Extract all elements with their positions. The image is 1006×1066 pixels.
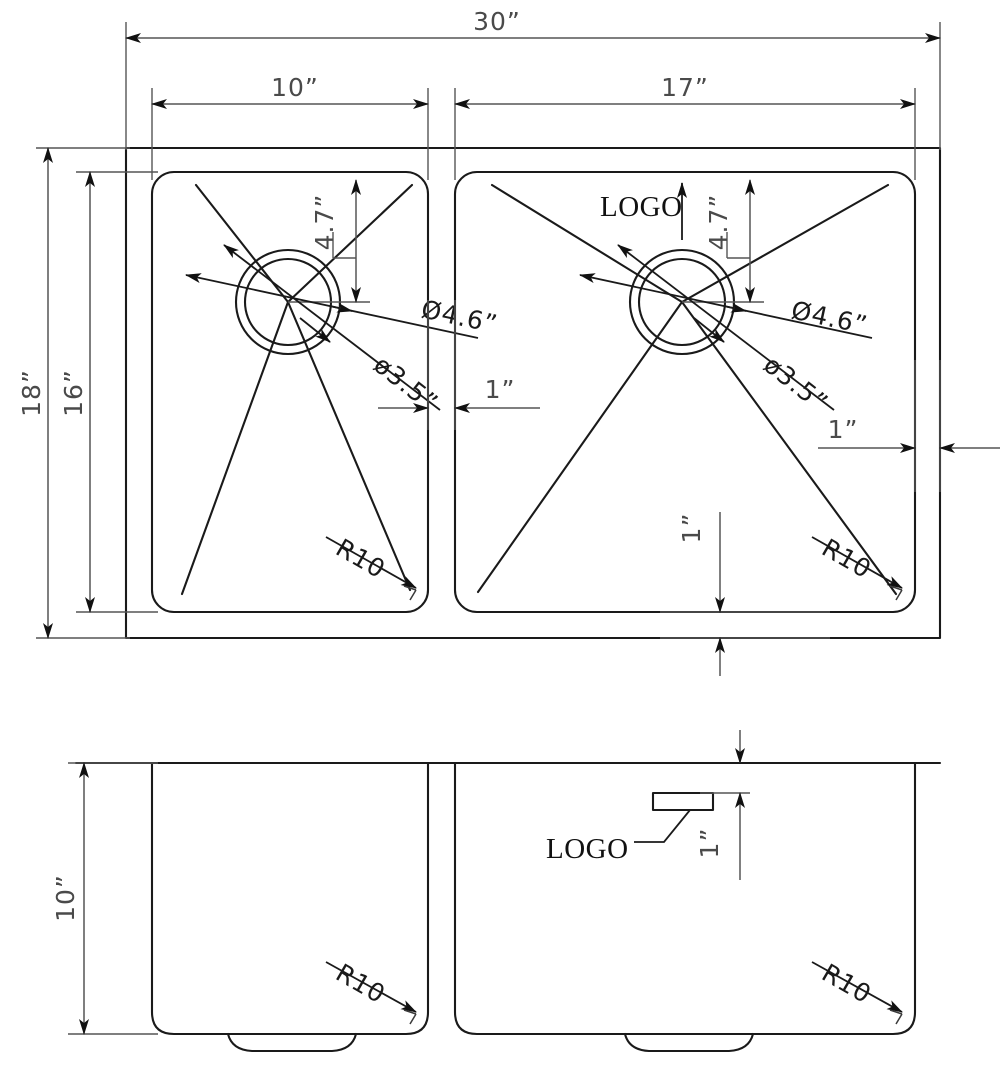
dim-47-left-label: 4.7” [310,194,339,251]
dim-left-drain-offset-47: 4.7” [310,179,361,303]
dim-elev-height-10: 10” [51,762,158,1035]
plan-left-r10-callout: R10 [325,533,417,601]
dim-10-elev-label: 10” [51,874,80,922]
elev-left-drain-bump [226,1032,358,1053]
elev-logo-callout: LOGO [546,791,715,865]
plan-right-r10-callout: R10 [811,533,903,601]
elevation-view-group: 10” LOGO 1” R10 R10 [51,730,942,1053]
dia-35-right-label: ø3.5” [758,350,833,418]
dim-18-label: 18” [17,369,46,417]
elev-logo-plate [651,791,715,812]
elev-left-bowl-body [150,761,430,1036]
dim-1-elev-label: 1” [695,828,724,859]
elev-right-r10-callout: R10 [811,958,903,1025]
dim-47-right-label: 4.7” [704,194,733,251]
dim-overall-depth-18: 18” [17,147,130,639]
plan-view-group: 30” 10” 17” 18” 16” [17,7,1000,676]
right-drain-outer-dia-callout: Ø4.6” [579,273,873,340]
dim-right-drain-offset-47: 4.7” [704,179,755,303]
dim-overall-width-30: 30” [125,7,941,150]
dim-right-bowl-width-17: 17” [454,73,916,180]
dim-right-rim-1: 1” [818,360,1000,492]
elev-right-drain-bump [623,1032,755,1053]
dim-1-bottom-label: 1” [677,513,706,544]
dim-30-label: 30” [473,7,521,36]
right-drain-circles [628,248,764,356]
r10-right-elev-label: R10 [817,958,877,1009]
elev-logo-leader [634,809,691,843]
dim-divider-gap-1: 1” [378,300,540,430]
plan-left-bowl [150,170,430,614]
dim-1-right-label: 1” [828,415,859,444]
elev-logo-label: LOGO [546,833,629,865]
r10-left-plan-label: R10 [331,533,391,584]
dim-16-label: 16” [59,369,88,417]
elev-left-r10-callout: R10 [325,958,417,1025]
left-drain-outer-dia-callout: Ø4.6” [185,273,501,339]
right-bowl-slope-lines [476,183,898,596]
dim-bowl-depth-16: 16” [59,171,158,613]
dim-1-center-label: 1” [485,375,516,404]
left-drain-circles [234,248,370,356]
elev-right-bowl-body [453,761,917,1036]
r10-left-elev-label: R10 [331,958,391,1009]
plan-logo-label: LOGO [600,191,683,223]
plan-logo-callout: LOGO [600,182,687,240]
r10-right-plan-label: R10 [817,533,877,584]
dim-17-label: 17” [661,73,709,102]
dim-bottom-rim-1: 1” [660,512,830,676]
dia-46-right-label: Ø4.6” [789,296,871,340]
dim-elev-logo-offset-1: 1” [695,730,750,880]
dim-10-top-label: 10” [271,73,319,102]
dia-46-left-label: Ø4.6” [419,295,501,339]
left-bowl-slope-lines [180,183,414,596]
dim-left-bowl-width-10: 10” [151,73,429,180]
